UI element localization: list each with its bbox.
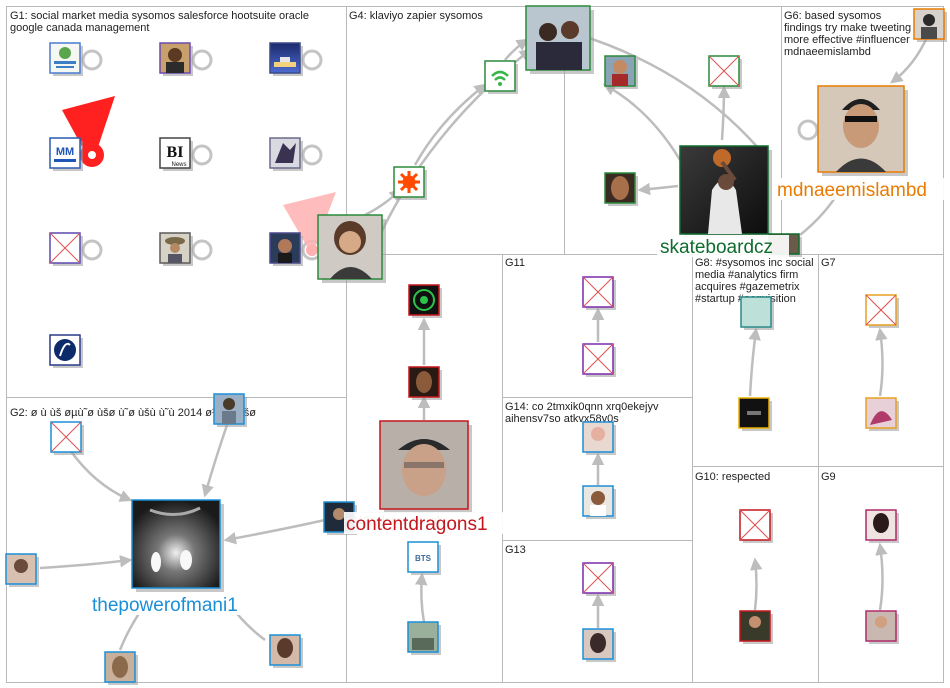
node-g2-bottom-b[interactable] [270,635,303,668]
label-contentdragons1[interactable]: contentdragons1 [346,514,488,535]
edge-g8-a [750,330,756,396]
edge-g3-a [605,85,680,160]
label-thepowerofmani1[interactable]: thepowerofmani1 [92,595,238,616]
group-box-g12 [347,513,503,683]
edge-g2-b [205,425,227,495]
group-label-g7: G7 [821,257,836,269]
node-g3-a[interactable] [605,56,638,89]
node-g1-2[interactable] [160,43,193,76]
self-loop [303,51,321,69]
node-g1-5[interactable]: BI News [160,138,193,171]
self-loop [303,146,321,164]
self-loop [799,121,817,139]
group-box-g7 [819,255,944,467]
node-g13-a[interactable] [583,563,616,596]
group-label-g1: G1: social market media sysomos salesfor… [10,10,309,34]
node-g3-photo[interactable] [526,6,594,74]
node-g4-zapier[interactable] [394,167,427,200]
edge-g4-c [505,40,527,60]
node-g14-a[interactable] [583,422,616,455]
edge-g2-d [120,612,140,650]
label-skateboardcz[interactable]: skateboardcz [660,237,773,258]
node-g8-a[interactable] [741,297,774,330]
red-marker-center [88,151,96,159]
node-g1-9[interactable] [270,233,303,266]
node-g1-1[interactable] [50,43,83,76]
self-loop [83,241,101,259]
edge-g9-a [880,545,883,610]
edge-g3-d [580,35,760,150]
group-label-g10: G10: respected [695,471,770,483]
self-loop [193,146,211,164]
self-loop [83,51,101,69]
node-g9-b[interactable] [866,611,899,644]
pink-marker-dot [306,244,318,256]
node-g2-top[interactable] [214,394,247,427]
node-skateboardcz[interactable] [680,146,772,238]
edge-g2-f [226,520,325,540]
group-label-g13: G13 [505,544,526,556]
node-g10-a[interactable] [740,510,773,543]
node-g7-a[interactable] [866,295,899,328]
node-g2-left[interactable] [6,554,39,587]
node-g13-b[interactable] [583,629,616,662]
node-g8-b[interactable] [739,398,772,431]
node-g1-8[interactable] [160,233,193,266]
node-g10-b[interactable] [740,611,773,644]
node-g5-a[interactable] [409,285,442,318]
node-g11-a[interactable] [583,277,616,310]
node-g1-10[interactable] [50,335,83,368]
bts-logo-text: BTS [415,554,432,563]
edge-g4-b [415,85,485,165]
bi-logo-subtext: News [171,162,186,168]
self-loop [193,51,211,69]
edge-g12-a [421,575,424,622]
node-g14-b[interactable] [583,486,616,519]
self-loop [193,241,211,259]
node-mdnaeemislambd[interactable] [818,86,908,176]
node-thepowerofmani1[interactable] [132,500,224,592]
node-g1-3[interactable] [270,43,303,76]
bi-logo-text: BI [167,144,184,161]
node-g7-b[interactable] [866,398,899,431]
nodes: MM BI News [6,6,947,685]
label-mdnaeemislambd[interactable]: mdnaeemislambd [777,180,927,201]
node-g3-c[interactable] [605,173,638,206]
group-box-g9 [819,467,944,683]
node-g2-bottom-a[interactable] [105,652,138,685]
node-g9-a[interactable] [866,510,899,543]
node-g1-6[interactable] [270,138,303,171]
edge-g10-a [755,560,757,610]
node-g4-klaviyo[interactable] [485,61,518,94]
group-label-g4: G4: klaviyo zapier sysomos [349,10,483,22]
node-g11-b[interactable] [583,344,616,377]
edge-g2-c [40,560,130,568]
group-label-g11: G11 [505,257,525,269]
node-g1-7[interactable] [50,233,83,266]
group-label-g9: G9 [821,471,836,483]
node-g5-hub[interactable] [318,215,386,283]
node-contentdragons1[interactable] [380,421,472,513]
node-g12-bts[interactable]: BTS [408,542,441,575]
node-g6-a[interactable] [914,9,947,42]
node-g12-b[interactable] [408,622,441,655]
node-g5-b[interactable] [409,367,442,400]
mm-logo-text: MM [56,146,74,158]
node-g3-b[interactable] [709,56,742,89]
node-g1-4[interactable]: MM [50,138,83,171]
edge-g2-a [70,450,130,500]
edge-g3-c [640,186,678,190]
node-g2-broken[interactable] [51,422,84,455]
edge-g7-a [880,330,883,396]
